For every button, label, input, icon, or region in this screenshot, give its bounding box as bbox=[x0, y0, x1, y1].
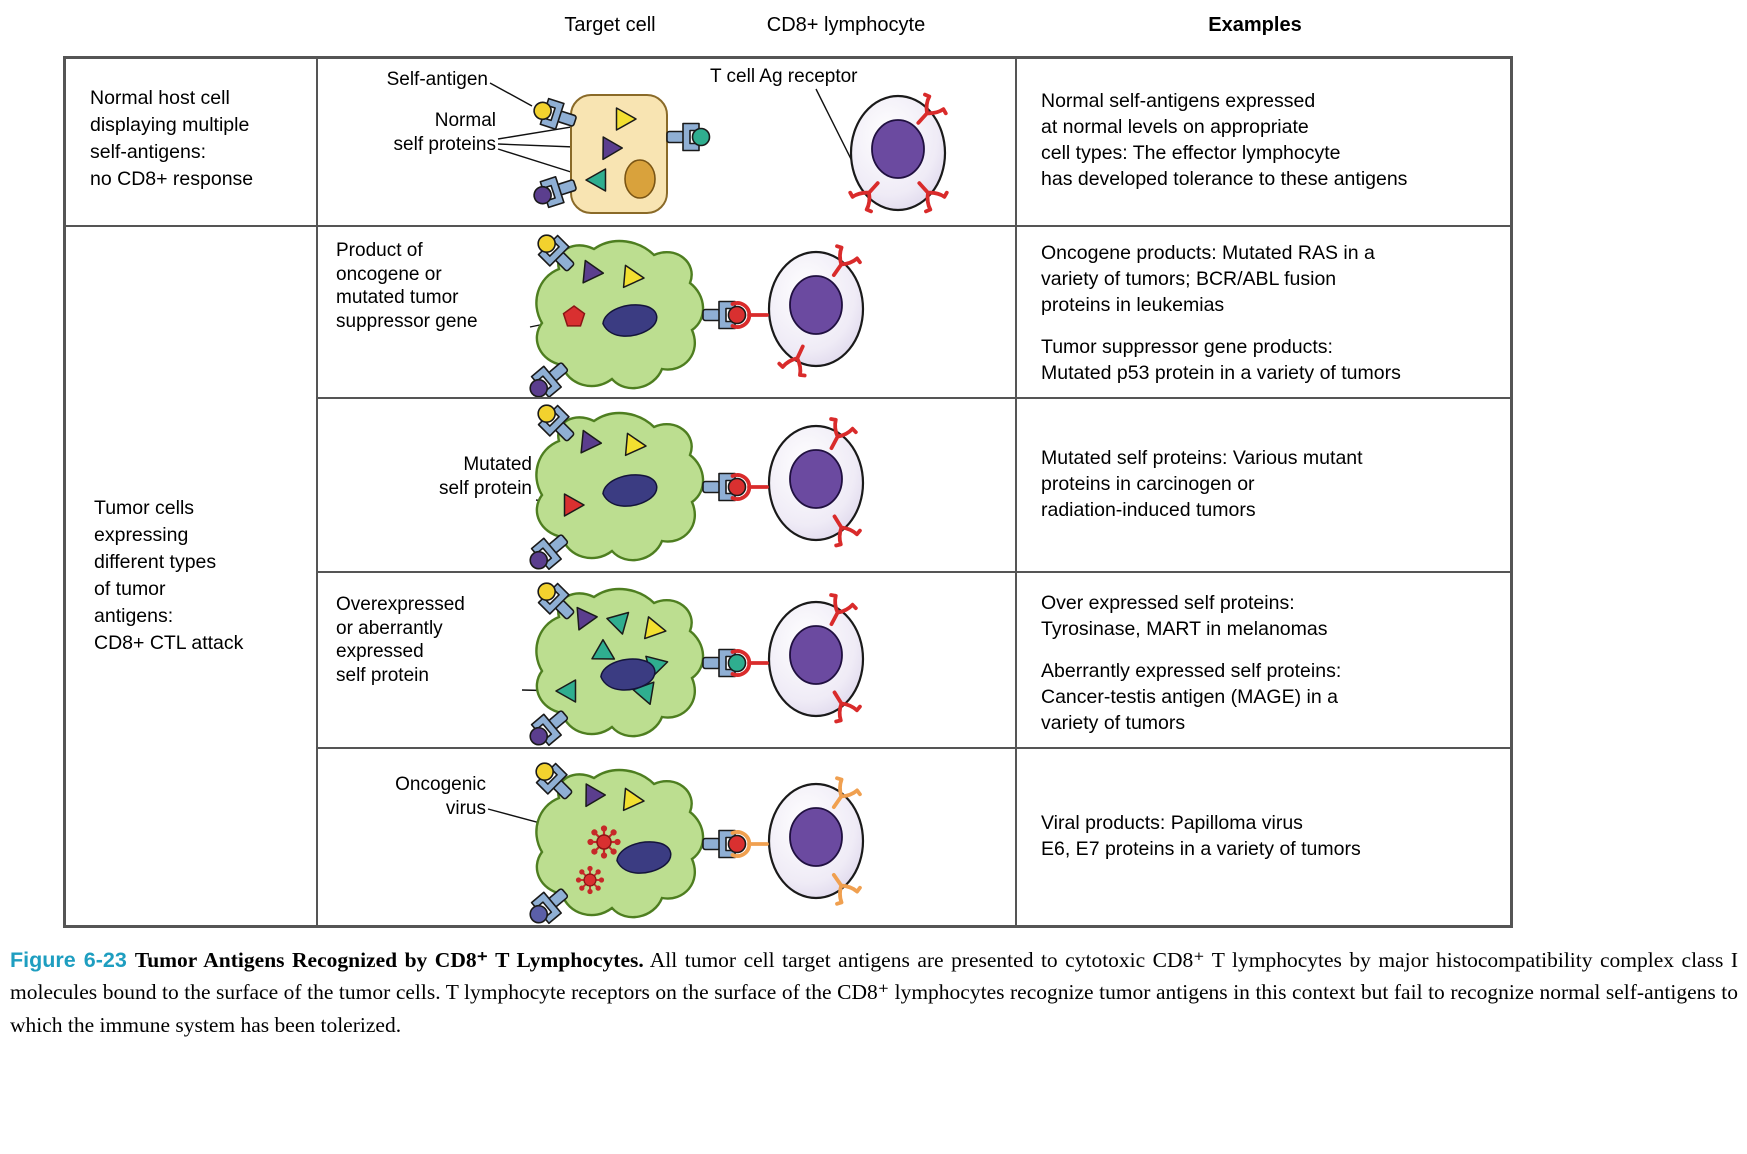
cd8-lymphocyte bbox=[767, 424, 865, 542]
mhc-class-i bbox=[702, 829, 747, 859]
row5-diagram bbox=[487, 758, 865, 925]
row4-diagram-cell: Overexpressed or aberrantly expressed se… bbox=[318, 573, 1015, 747]
self-antigen-ball bbox=[691, 127, 711, 147]
rows2-5-left-label: Tumor cells expressing different types o… bbox=[94, 497, 244, 654]
row1-example-cell: Normal self-antigens expressed at normal… bbox=[1017, 59, 1510, 225]
row3-example-cell: Mutated self proteins: Various mutant pr… bbox=[1017, 399, 1510, 571]
row5-diagram-cell: Oncogenic virus bbox=[318, 749, 1015, 925]
example-text: Tumor suppressor gene products: Mutated … bbox=[1041, 335, 1401, 384]
tumor-antigen-ball bbox=[727, 305, 747, 325]
label-mutated-self-protein: Mutated self protein bbox=[439, 454, 532, 499]
label-self-antigen: Self-antigen bbox=[386, 69, 488, 90]
mhc-class-i bbox=[702, 300, 747, 330]
virus-particle bbox=[575, 865, 605, 895]
normal-host-cell bbox=[570, 94, 668, 214]
column-header-examples: Examples bbox=[1208, 14, 1302, 36]
row2-example-cell: Oncogene products: Mutated RAS in a vari… bbox=[1017, 227, 1510, 397]
label-normal-self-proteins: Normal self proteins bbox=[393, 110, 496, 155]
figure-title: Tumor Antigens Recognized by CD8⁺ T Lymp… bbox=[134, 948, 644, 972]
row4-example-cell: Over expressed self proteins: Tyrosinase… bbox=[1017, 573, 1510, 747]
tumor-antigen-ball bbox=[727, 477, 747, 497]
row3-diagram bbox=[525, 400, 865, 571]
mhc-class-i bbox=[702, 648, 747, 678]
viral-antigen-ball bbox=[727, 834, 747, 854]
rows2-5-left-label-cell: Tumor cells expressing different types o… bbox=[66, 227, 316, 925]
label-oncogene-product: Product of oncogene or mutated tumor sup… bbox=[336, 240, 478, 332]
row3-diagram-cell: Mutated self protein bbox=[318, 399, 1015, 571]
example-text: Normal self-antigens expressed at normal… bbox=[1041, 90, 1408, 190]
mhc-class-i bbox=[702, 472, 747, 502]
label-oncogenic-virus: Oncogenic virus bbox=[395, 774, 486, 819]
virus-particle bbox=[587, 825, 621, 859]
row5-example-cell: Viral products: Papilloma virus E6, E7 p… bbox=[1017, 749, 1510, 925]
figure-caption-body: All tumor cell target antigens are prese… bbox=[10, 948, 1738, 1037]
cd8-lymphocyte bbox=[767, 250, 865, 368]
example-text: Over expressed self proteins: Tyrosinase… bbox=[1041, 592, 1328, 640]
row2-diagram bbox=[525, 230, 865, 397]
example-text: Mutated self proteins: Various mutant pr… bbox=[1041, 447, 1363, 521]
tumor-antigen-ball bbox=[727, 653, 747, 673]
column-header-target-cell: Target cell bbox=[564, 14, 656, 36]
label-t-cell-ag-receptor: T cell Ag receptor bbox=[710, 66, 858, 87]
row1-left-label: Normal host cell displaying multiple sel… bbox=[66, 59, 316, 225]
example-text: Viral products: Papilloma virus E6, E7 p… bbox=[1041, 812, 1361, 860]
column-header-cd8-lymphocyte: CD8+ lymphocyte bbox=[766, 14, 926, 36]
cell-nucleus bbox=[624, 159, 656, 199]
figure-caption: Figure 6-23 Tumor Antigens Recognized by … bbox=[10, 944, 1738, 1041]
row2-diagram-cell: Product of oncogene or mutated tumor sup… bbox=[318, 227, 1015, 397]
cd8-lymphocyte bbox=[767, 600, 865, 718]
cd8-lymphocyte bbox=[767, 782, 865, 900]
row1-diagram-cell: Self-antigen Normal self proteins T cell… bbox=[318, 59, 1015, 225]
example-text: Oncogene products: Mutated RAS in a vari… bbox=[1041, 242, 1375, 316]
label-overexpressed-protein: Overexpressed or aberrantly expressed se… bbox=[336, 594, 465, 686]
row1-diagram bbox=[489, 82, 950, 215]
row4-diagram bbox=[521, 578, 865, 747]
example-text: Aberrantly expressed self proteins: Canc… bbox=[1041, 659, 1342, 734]
figure-table: Normal host cell displaying multiple sel… bbox=[63, 56, 1513, 928]
figure-number: Figure 6-23 bbox=[10, 948, 127, 972]
mhc-class-i bbox=[666, 122, 711, 152]
